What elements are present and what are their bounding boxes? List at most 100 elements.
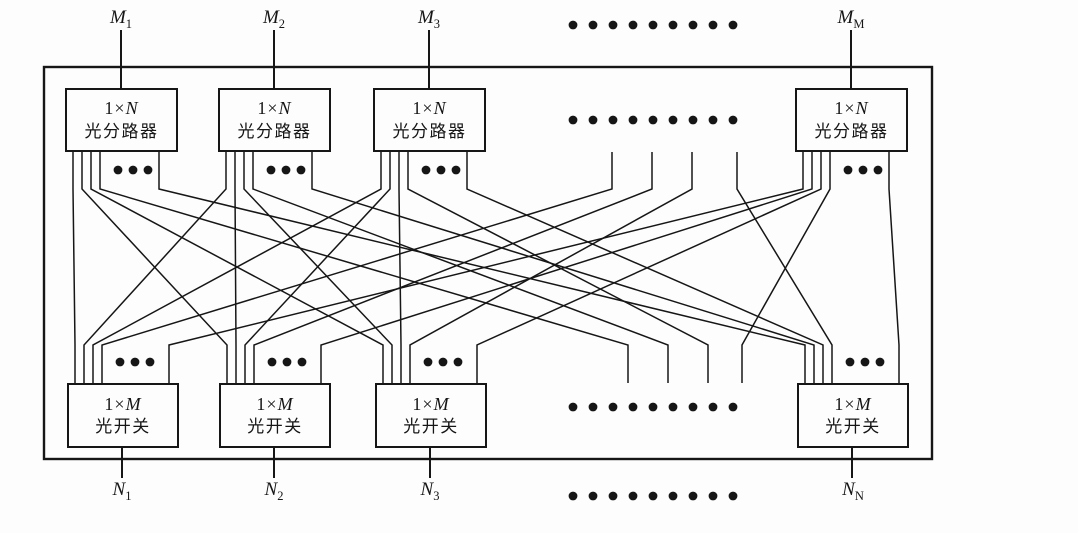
fanout-ellipsis-dot [113,165,123,175]
size-prefix: 1× [256,393,278,414]
ellipsis-dot [728,20,738,30]
ellipsis-dot [568,20,578,30]
fiber-connection-line [398,152,402,383]
port-sub: 2 [278,16,286,31]
ellipsis-dot [628,20,638,30]
ellipsis-dot [588,115,598,125]
ellipsis-dot [588,491,598,501]
size-prefix: 1× [412,393,434,414]
port-sub: 1 [125,16,133,31]
size-variable: N [855,98,869,119]
ellipsis-dot [608,402,618,412]
fanout-ellipsis-dot [858,165,868,175]
splitter-name-label: 光分路器 [392,121,467,141]
fanout-ellipsis-dot [845,357,855,367]
fiber-connection-line [158,152,806,383]
size-prefix: 1× [834,393,856,414]
fiber-connection-line [888,152,900,383]
switch-box-n: 1×M 光开关 [797,383,909,448]
splitter-name-label: 光分路器 [84,121,159,141]
fiber-connection-line [311,152,815,383]
switch-box-2: 1×M 光开关 [219,383,331,448]
splitter-box-1: 1×N 光分路器 [65,88,178,152]
ellipsis-dot [628,402,638,412]
ellipsis-dot [708,115,718,125]
size-variable: M [277,393,294,414]
switch-size-label: 1×M [256,392,293,416]
switch-box-1: 1×M 光开关 [67,383,179,448]
fiber-connection-line [407,152,709,383]
port-sub: N [854,488,864,503]
ellipsis-dot [728,115,738,125]
splitter-size-label: 1×N [412,96,446,120]
port-base: N [264,479,278,500]
fanout-ellipsis-dot [297,357,307,367]
port-base: N [842,479,855,500]
fanout-ellipsis-dot [860,357,870,367]
fiber-connection-line [741,152,831,383]
switch-name-label: 光开关 [247,417,303,437]
fanout-ellipsis-dot [436,165,446,175]
size-variable: M [125,393,142,414]
fanout-ellipsis-dot [130,357,140,367]
output-label-nn: NN [821,479,885,503]
size-prefix: 1× [412,98,434,119]
ellipsis-dot [648,491,658,501]
ellipsis-dot [668,20,678,30]
ellipsis-dot [568,402,578,412]
fiber-connection-line [72,152,76,383]
splitter-size-label: 1×N [834,96,868,120]
switch-name-label: 光开关 [403,417,459,437]
switch-size-label: 1×M [104,392,141,416]
fiber-connection-line [476,152,822,383]
ellipsis-dot [628,115,638,125]
port-base: M [109,7,126,28]
ellipsis-dot [648,20,658,30]
fanout-ellipsis-dot [451,165,461,175]
fiber-connection-line [466,152,824,383]
fanout-ellipsis-dot [282,357,292,367]
ellipsis-dot [708,402,718,412]
size-variable: M [855,393,872,414]
size-prefix: 1× [104,393,126,414]
splitter-name-label: 光分路器 [814,121,889,141]
port-base: M [417,7,434,28]
size-prefix: 1× [104,98,126,119]
fanout-ellipsis-dot [143,165,153,175]
size-variable: M [433,393,450,414]
fiber-connection-line [244,152,391,383]
port-sub: M [853,16,865,31]
splitter-name-label: 光分路器 [237,121,312,141]
ellipsis-dot [708,20,718,30]
port-sub: 1 [125,488,132,503]
fanout-ellipsis-dot [296,165,306,175]
fiber-connection-line [320,152,813,383]
ellipsis-dot [588,20,598,30]
switch-box-3: 1×M 光开关 [375,383,487,448]
fiber-connection-line [168,152,804,383]
fanout-ellipsis-dot [115,357,125,367]
ellipsis-dot [668,491,678,501]
ellipsis-dot [568,491,578,501]
input-label-mm: MM [819,7,883,31]
splitter-size-label: 1×N [104,96,138,120]
ellipsis-dot [688,402,698,412]
ellipsis-dot [628,491,638,501]
fanout-ellipsis-dot [453,357,463,367]
input-label-m3: M3 [397,7,461,30]
ellipsis-dot [688,491,698,501]
switch-name-label: 光开关 [95,417,151,437]
output-label-n1: N1 [90,479,154,503]
ellipsis-dot [648,115,658,125]
ellipsis-dot [608,20,618,30]
fanout-ellipsis-dot [281,165,291,175]
ellipsis-dot [668,115,678,125]
fanout-ellipsis-dot [128,165,138,175]
splitter-size-label: 1×N [257,96,291,120]
fanout-ellipsis-dot [438,357,448,367]
fanout-ellipsis-dot [873,165,883,175]
fanout-ellipsis-dot [145,357,155,367]
port-sub: 3 [433,488,440,503]
ellipsis-dot [588,402,598,412]
